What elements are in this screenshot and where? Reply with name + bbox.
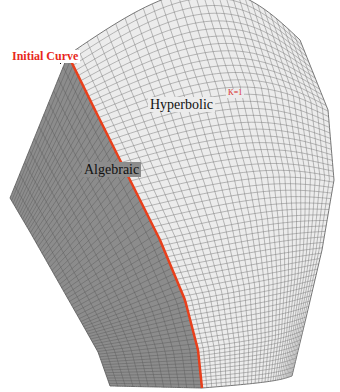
region-label: Algebraic: [82, 162, 141, 177]
callout-label: Initial Curve: [10, 50, 80, 63]
index-label: K=1: [226, 89, 244, 98]
region-label: Hyperbolic: [148, 97, 215, 112]
